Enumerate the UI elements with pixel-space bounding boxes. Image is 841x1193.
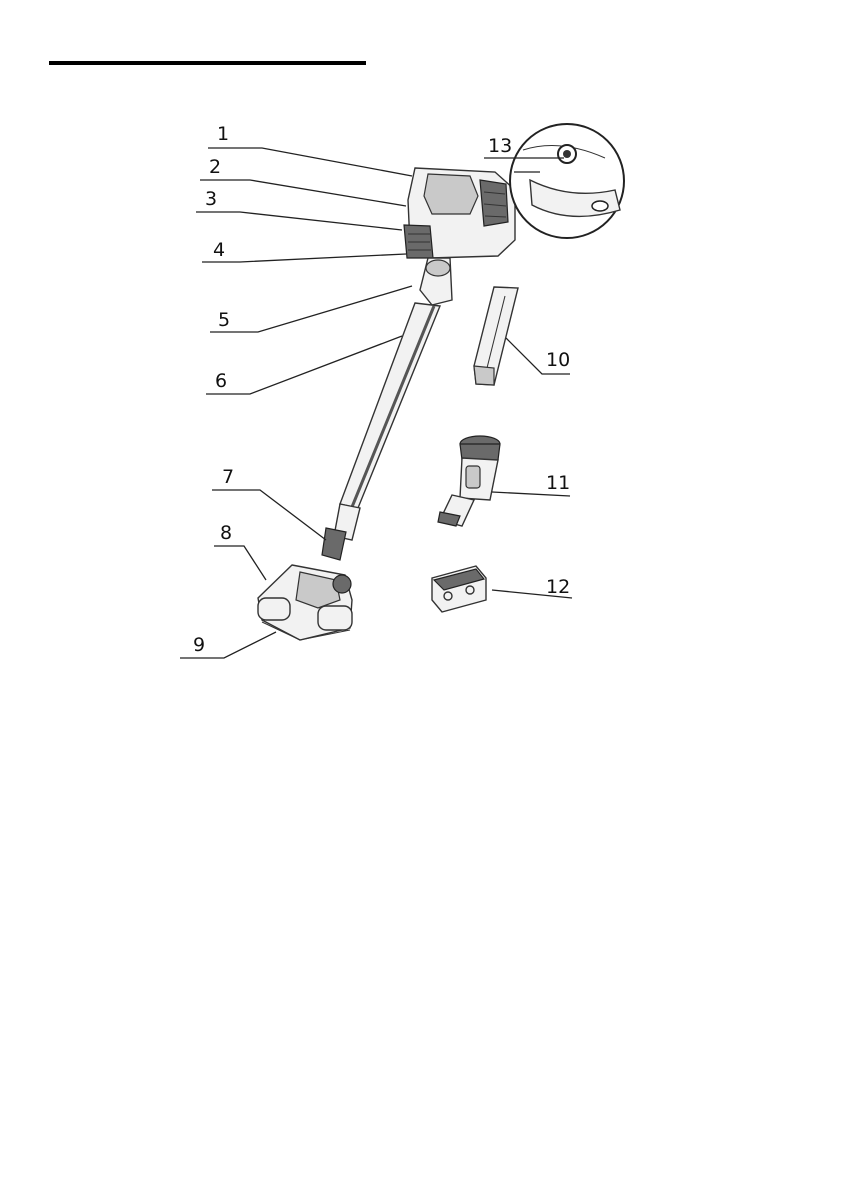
wall-mount-illustration: [432, 566, 486, 612]
callout-10: 10: [546, 349, 570, 371]
callout-5: 5: [218, 309, 230, 331]
callout-7: 7: [222, 466, 234, 488]
callout-3: 3: [205, 188, 217, 210]
callout-6: 6: [215, 370, 227, 392]
callout-9: 9: [193, 634, 205, 656]
callout-13: 13: [488, 135, 512, 157]
brush-tool-illustration: [438, 436, 500, 526]
callout-4: 4: [213, 239, 225, 261]
crevice-tool-illustration: [474, 287, 518, 385]
callout-11: 11: [546, 472, 570, 494]
callout-8: 8: [220, 522, 232, 544]
callout-1: 1: [217, 123, 229, 145]
callout-12: 12: [546, 576, 570, 598]
callout-2: 2: [209, 156, 221, 178]
charging-port-detail-illustration: [510, 124, 624, 238]
